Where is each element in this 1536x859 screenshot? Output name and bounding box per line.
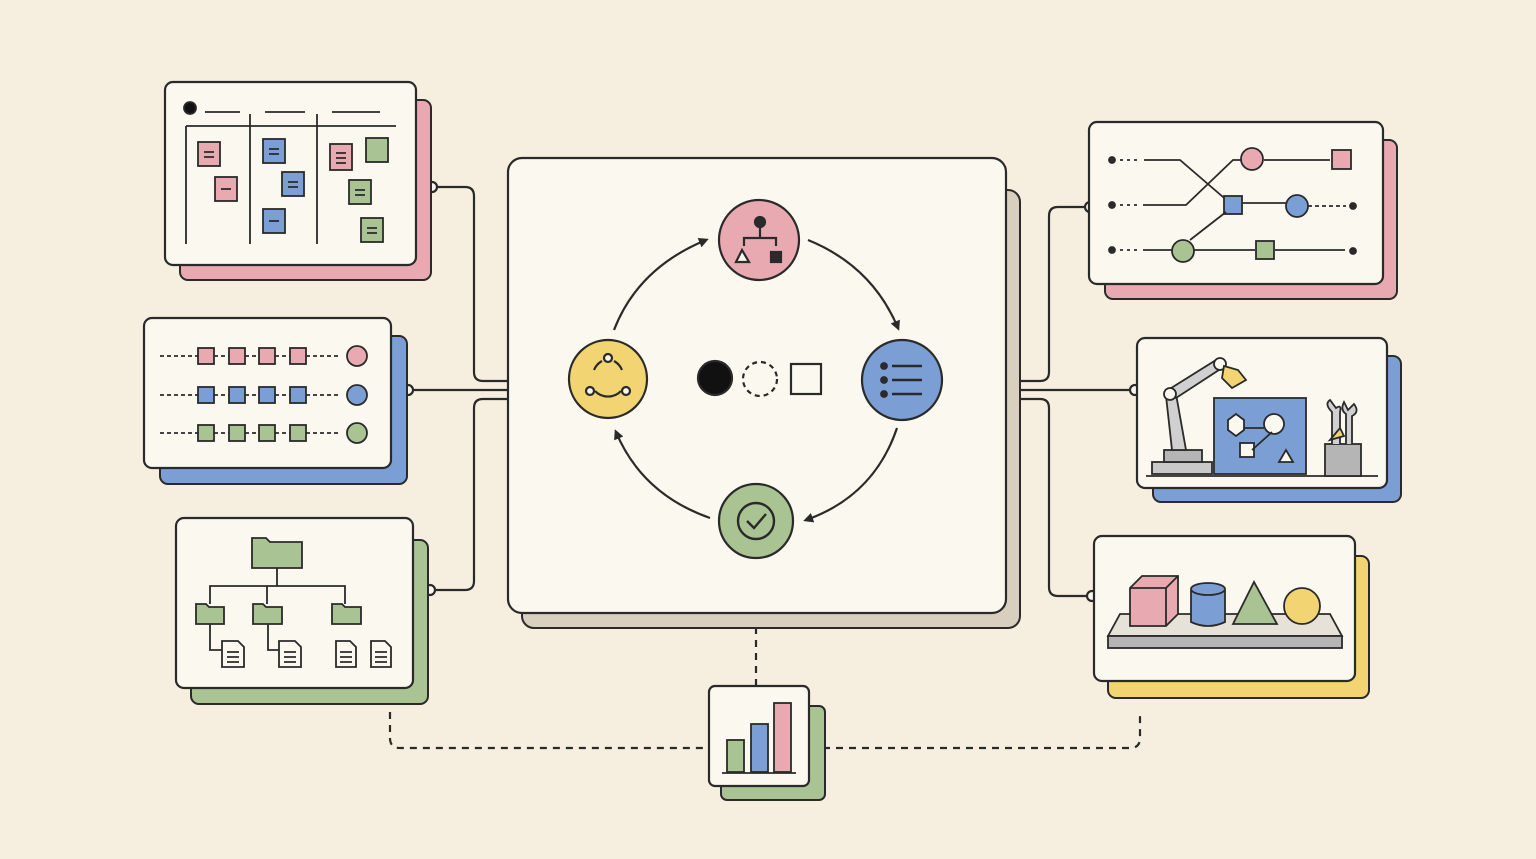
connector-shapes	[1020, 397, 1092, 598]
panel-robot-workshop[interactable]	[1135, 336, 1402, 503]
arrow-hierarchy-to-list	[807, 238, 900, 331]
arrow-check-to-cycle	[614, 429, 711, 520]
panel-routing-network[interactable]	[1087, 120, 1398, 300]
hub-node-cycle[interactable]	[567, 338, 649, 420]
connector-routing	[1020, 205, 1090, 383]
panel-metrics[interactable]	[707, 684, 826, 801]
connectors	[388, 185, 1142, 750]
cycle-arrows	[612, 238, 900, 523]
hierarchy-icon	[734, 215, 783, 264]
shapes-icon	[1106, 575, 1344, 649]
check-icon	[736, 501, 776, 541]
kanban-board-icon	[183, 101, 396, 244]
connector-metrics-dashed-right	[810, 712, 1142, 750]
connector-metrics-dashed	[388, 712, 708, 750]
cycle-icon	[584, 352, 632, 398]
hub-node-list[interactable]	[860, 338, 944, 422]
connector-kanban	[432, 185, 508, 383]
square-icon	[789, 362, 823, 396]
pipeline-rows-icon	[160, 345, 368, 444]
center-hub-panel	[506, 156, 1021, 629]
panel-pipelines[interactable]	[142, 316, 408, 485]
bar-chart-icon	[722, 702, 796, 774]
connector-folder-tree	[430, 397, 508, 592]
filled-circle-icon	[696, 359, 734, 397]
list-icon	[880, 362, 922, 398]
center-symbols	[696, 359, 823, 398]
hub-node-check[interactable]	[717, 482, 795, 560]
arrow-cycle-to-hierarchy	[612, 238, 709, 331]
routing-network-icon	[1108, 147, 1357, 263]
panel-kanban-board[interactable]	[163, 80, 432, 281]
hub-node-hierarchy[interactable]	[717, 198, 801, 282]
arrow-list-to-check	[803, 427, 899, 523]
dashed-circle-icon	[741, 360, 779, 398]
panel-shape-tray[interactable]	[1092, 534, 1370, 699]
robot-arm-icon	[1146, 357, 1378, 477]
panel-folder-tree[interactable]	[174, 516, 429, 705]
folder-tree-icon	[195, 537, 392, 668]
